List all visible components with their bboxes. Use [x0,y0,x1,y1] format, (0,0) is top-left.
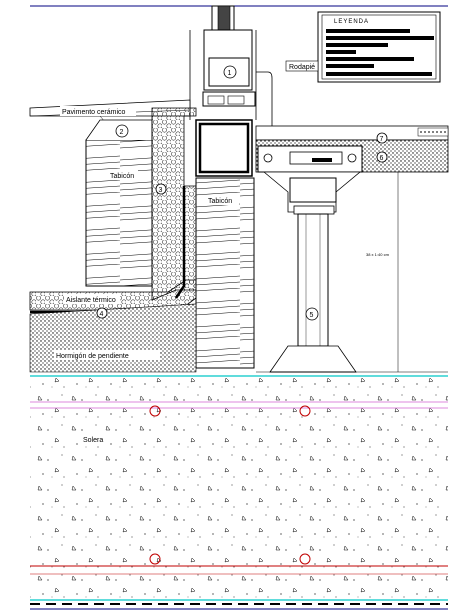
solera-text: Solera [83,437,103,444]
svg-text:4: 4 [100,311,104,318]
dimension-annotation: 38 x 1:40 cm [366,172,399,372]
legend-box: LEYENDA [317,11,441,83]
svg-text:6: 6 [380,155,384,162]
beam-column [256,145,448,373]
solera-slab: Solera [30,375,448,610]
marker-2: 2 [115,124,129,138]
window-frame [189,5,273,126]
pavimento-text: Pavimento cerámico [62,109,126,116]
svg-text:3: 3 [159,187,163,194]
svg-text:7: 7 [380,136,384,143]
tabicon-right-text: Tabicón [208,198,232,205]
hormigon-text: Hormigón de pendiente [56,353,129,360]
rodapie-text: Rodapié [289,64,315,71]
marker-3: 3 [155,183,167,195]
svg-text:1: 1 [228,70,232,77]
right-tabicon-wall: Tabicón [195,177,255,369]
aislante-text: Aislante térmico [66,297,116,304]
label-rodapie: Rodapié [285,60,319,72]
marker-1: 1 [223,65,237,79]
ceramic-floor-left: Pavimento cerámico [29,99,191,131]
svg-text:5: 5 [310,312,314,319]
dimension-text: 38 x 1:40 cm [366,252,390,257]
tabicon-left-text: Tabicón [110,173,134,180]
legend-title: LEYENDA [334,19,369,25]
marker-5: 5 [305,307,319,321]
sloped-concrete: Hormigón de pendiente [29,303,197,373]
marker-4: 4 [96,307,108,319]
marker-6: 6 [376,151,388,163]
svg-text:2: 2 [120,129,124,136]
insulation-vertical [151,107,253,301]
left-tabicon-wall: Tabicón [85,119,153,287]
marker-7: 7 [376,132,388,144]
